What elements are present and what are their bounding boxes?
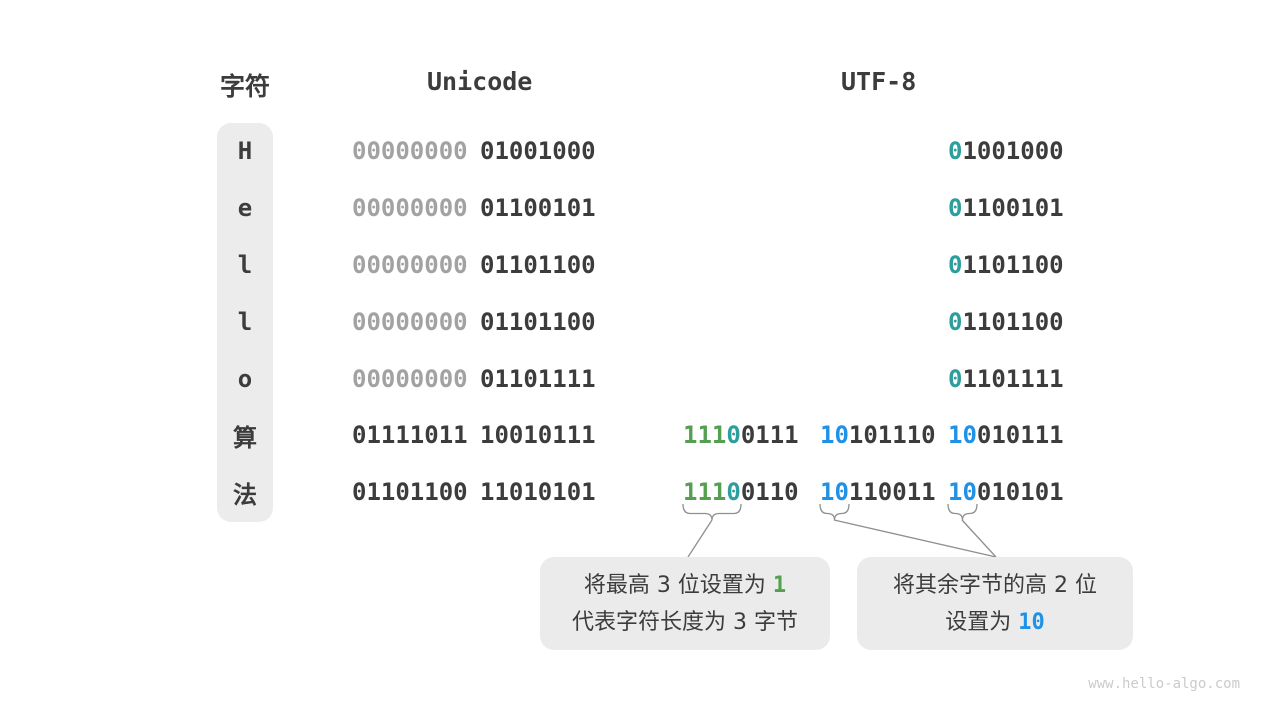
binary-byte: 00000000 bbox=[352, 293, 468, 350]
binary-byte: 00000000 bbox=[352, 350, 468, 407]
bit-segment-green: 111 bbox=[683, 478, 727, 507]
callout-line: 将其余字节的高 2 位 bbox=[893, 567, 1097, 604]
callout-box: 将其余字节的高 2 位设置为 10 bbox=[857, 557, 1133, 650]
connector-line bbox=[687, 519, 713, 558]
bit-segment-teal: 0 bbox=[948, 250, 963, 279]
bit-segment-teal: 0 bbox=[948, 194, 963, 223]
character-cell: l bbox=[237, 307, 253, 336]
bit-segment-dark: 1101100 bbox=[962, 307, 1064, 336]
character-cell: o bbox=[237, 364, 253, 393]
character-cell: e bbox=[237, 194, 253, 223]
character-column-background bbox=[217, 123, 273, 522]
bit-segment-dark: 10010111 bbox=[480, 421, 596, 450]
callout-line: 设置为 10 bbox=[945, 604, 1045, 641]
bit-segment-dark: 010101 bbox=[976, 478, 1064, 507]
bit-segment-dark: 01101100 bbox=[352, 478, 468, 507]
bit-segment-dark: 1101100 bbox=[962, 250, 1064, 279]
bit-segment-dark: 110011 bbox=[848, 478, 936, 507]
binary-byte: 00000000 bbox=[352, 237, 468, 294]
bit-segment-dark: 11010101 bbox=[480, 478, 596, 507]
bit-segment-gray: 00000000 bbox=[352, 194, 468, 223]
bit-segment-blue: 10 bbox=[820, 478, 849, 507]
bit-segment-dark: 010111 bbox=[976, 421, 1064, 450]
binary-byte: 11010101 bbox=[480, 464, 596, 521]
character-cell: 法 bbox=[233, 480, 257, 509]
column-header-utf8: UTF-8 bbox=[841, 67, 917, 96]
bit-segment-dark: 101110 bbox=[848, 421, 936, 450]
column-header-character: 字符 bbox=[219, 72, 270, 101]
binary-byte: 01111011 bbox=[352, 407, 468, 464]
connector-line bbox=[833, 519, 997, 558]
bit-segment-dark: 1100101 bbox=[962, 194, 1064, 223]
bit-segment-gray: 00000000 bbox=[352, 307, 468, 336]
bit-segment-gray: 00000000 bbox=[352, 137, 468, 166]
bit-segment-dark: 01101111 bbox=[480, 364, 596, 393]
bit-segment-green: 111 bbox=[683, 421, 727, 450]
highlighted-bits: 1 bbox=[772, 572, 787, 598]
highlighted-bits: 10 bbox=[1018, 609, 1045, 635]
callout-text: 设置为 bbox=[945, 609, 1019, 635]
binary-byte: 01101100 bbox=[480, 293, 596, 350]
bit-segment-dark: 01100101 bbox=[480, 194, 596, 223]
bit-segment-dark: 01101100 bbox=[480, 307, 596, 336]
bit-segment-gray: 00000000 bbox=[352, 250, 468, 279]
callout-line: 代表字符长度为 3 字节 bbox=[572, 604, 798, 641]
binary-byte: 01101111 bbox=[480, 350, 596, 407]
callout-box: 将最高 3 位设置为 1 代表字符长度为 3 字节 bbox=[540, 557, 830, 650]
column-header-unicode: Unicode bbox=[427, 67, 533, 96]
binary-byte: 01101100 bbox=[352, 464, 468, 521]
callout-text: 代表字符长度为 3 字节 bbox=[572, 609, 798, 635]
binary-byte: 00000000 bbox=[352, 123, 468, 180]
callout-line: 将最高 3 位设置为 1 bbox=[584, 567, 786, 604]
callout-text: 将最高 3 位设置为 bbox=[583, 572, 773, 598]
bit-segment-dark: 1001000 bbox=[962, 137, 1064, 166]
bit-segment-teal: 0 bbox=[726, 478, 741, 507]
binary-byte: 10010111 bbox=[480, 407, 596, 464]
bit-segment-teal: 0 bbox=[948, 364, 963, 393]
character-cell: l bbox=[237, 250, 253, 279]
bit-segment-dark: 01111011 bbox=[352, 421, 468, 450]
bit-segment-dark: 0110 bbox=[740, 478, 799, 507]
bit-segment-blue: 10 bbox=[948, 421, 977, 450]
binary-byte: 01101100 bbox=[480, 237, 596, 294]
connector-line bbox=[961, 519, 997, 558]
bit-segment-dark: 0111 bbox=[740, 421, 799, 450]
callout-text: 将其余字节的高 2 位 bbox=[893, 572, 1097, 598]
bit-segment-gray: 00000000 bbox=[352, 364, 468, 393]
bit-segment-dark: 1101111 bbox=[962, 364, 1064, 393]
bit-segment-blue: 10 bbox=[948, 478, 977, 507]
binary-byte: 00000000 bbox=[352, 180, 468, 237]
bit-segment-teal: 0 bbox=[726, 421, 741, 450]
binary-byte: 01100101 bbox=[480, 180, 596, 237]
bit-segment-dark: 01001000 bbox=[480, 137, 596, 166]
binary-byte: 01001000 bbox=[480, 123, 596, 180]
watermark: www.hello-algo.com bbox=[1088, 676, 1240, 692]
character-cell: H bbox=[237, 137, 253, 166]
bit-segment-teal: 0 bbox=[948, 137, 963, 166]
bit-segment-teal: 0 bbox=[948, 307, 963, 336]
bit-segment-dark: 01101100 bbox=[480, 250, 596, 279]
character-cell: 算 bbox=[233, 423, 257, 452]
bit-segment-blue: 10 bbox=[820, 421, 849, 450]
